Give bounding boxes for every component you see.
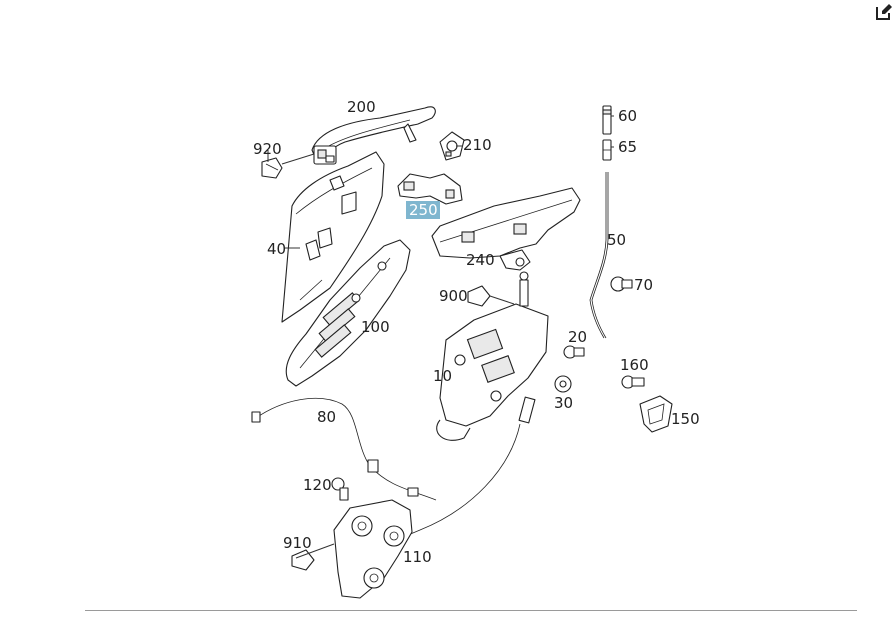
label-80: 80 [317, 408, 336, 426]
part-120-bolt[interactable] [331, 477, 349, 501]
callout-lines [267, 115, 614, 559]
label-40: 40 [267, 240, 286, 258]
label-120: 120 [303, 476, 332, 494]
label-150: 150 [671, 410, 700, 428]
part-50-rod[interactable] [589, 172, 609, 339]
label-250: 250 [409, 201, 438, 219]
label-20: 20 [568, 328, 587, 346]
bottom-divider [85, 610, 857, 611]
label-100: 100 [361, 318, 390, 336]
part-200-outer-handle[interactable] [311, 106, 436, 165]
part-30-nut[interactable] [554, 375, 572, 393]
label-60: 60 [618, 107, 637, 125]
part-160-screw[interactable] [621, 375, 645, 389]
part-110-panel[interactable] [333, 499, 413, 599]
part-150-striker[interactable] [639, 395, 673, 433]
edit-icon-glyph [876, 4, 892, 20]
part-70-screw[interactable] [610, 276, 633, 292]
part-910-clip[interactable] [291, 549, 315, 571]
part-40-trim-panel[interactable] [281, 151, 385, 323]
label-200: 200 [347, 98, 376, 116]
part-labels: 200 210 920 250 60 65 50 40 240 70 900 1… [253, 98, 700, 566]
part-240-frame[interactable] [431, 187, 581, 271]
part-20-screw[interactable] [563, 345, 585, 359]
part-60-rod-end[interactable] [602, 105, 612, 135]
label-210: 210 [463, 136, 492, 154]
label-50: 50 [607, 231, 626, 249]
part-10-door-lock[interactable] [436, 271, 549, 441]
edit-icon[interactable] [874, 2, 894, 22]
label-110: 110 [403, 548, 432, 566]
label-65: 65 [618, 138, 637, 156]
part-100-carrier[interactable] [285, 239, 411, 387]
part-210-bracket[interactable] [439, 131, 465, 161]
label-910: 910 [283, 534, 312, 552]
label-900: 900 [439, 287, 468, 305]
label-920: 920 [253, 140, 282, 158]
label-240: 240 [466, 251, 495, 269]
part-250-housing[interactable] [397, 173, 463, 205]
part-900-clip[interactable] [467, 285, 491, 307]
label-70: 70 [634, 276, 653, 294]
label-160: 160 [620, 356, 649, 374]
label-250-highlight [406, 201, 440, 219]
part-920-clip[interactable] [261, 157, 283, 179]
part-80-cable[interactable] [251, 397, 437, 501]
label-30: 30 [554, 394, 573, 412]
label-10: 10 [433, 367, 452, 385]
part-65-rod-clip[interactable] [602, 139, 612, 161]
